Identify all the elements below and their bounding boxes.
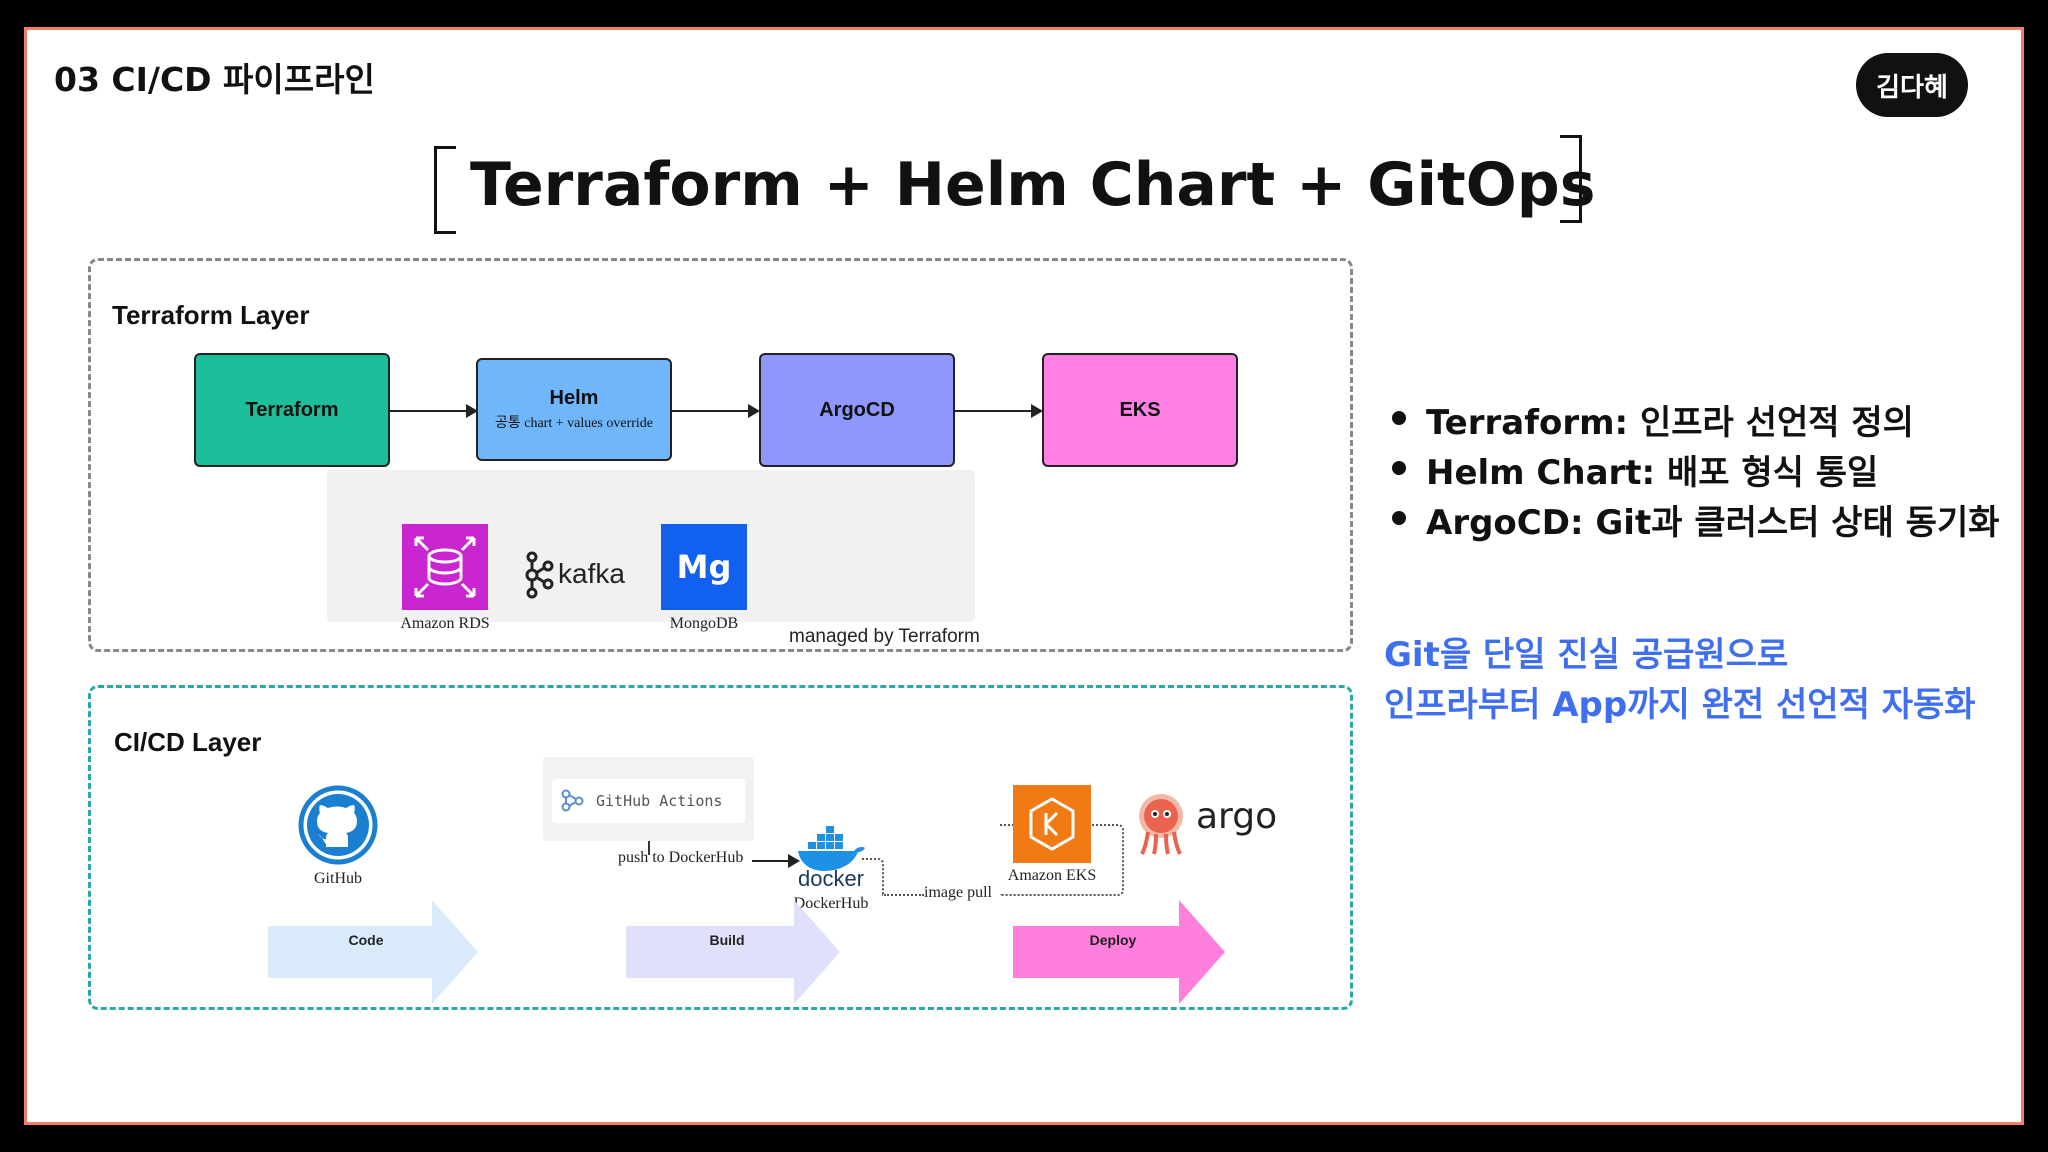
highlight-line-2: 인프라부터 App까지 완전 선언적 자동화: [1384, 685, 1976, 725]
mongodb-label: MongoDB: [669, 615, 739, 632]
stage-arrow-deploy: Deploy: [1013, 900, 1225, 1004]
github-icon: [298, 785, 378, 869]
argo-octopus-icon: [1136, 792, 1186, 862]
right-bracket: [1560, 135, 1582, 223]
node-argocd: ArgoCD: [759, 353, 955, 467]
image-pull-label: image pull: [924, 884, 992, 901]
github-actions-icon: [561, 789, 584, 812]
amazon-eks-label: Amazon EKS: [1007, 867, 1097, 884]
github-actions-badge: GitHub Actions: [552, 779, 745, 823]
amazon-rds-icon: [402, 524, 488, 610]
github-actions-label: GitHub Actions: [596, 792, 723, 810]
node-eks-label: EKS: [1119, 398, 1161, 421]
stage-code-label: Code: [348, 932, 384, 948]
summary-bullets: Terraform: 인프라 선언적 정의 Helm Chart: 배포 형식 …: [1390, 395, 2000, 545]
docker-wordmark: docker: [797, 866, 865, 891]
node-helm-sublabel: 공통 chart + values override: [494, 416, 654, 431]
stage-build-label: Build: [709, 932, 745, 948]
terraform-layer: [88, 258, 1353, 652]
bullet-argocd: ArgoCD: Git과 클러스터 상태 동기화: [1390, 495, 2000, 545]
cicd-layer: [88, 685, 1353, 1010]
highlight-line-1: Git을 단일 진실 공급원으로: [1384, 635, 1789, 675]
highlight-text: Git을 단일 진실 공급원으로 인프라부터 App까지 완전 선언적 자동화: [1384, 630, 1976, 730]
argo-wordmark: argo: [1196, 796, 1278, 837]
push-arrow: [752, 854, 800, 868]
pull-connector-a: [862, 858, 884, 896]
node-helm-label: Helm: [549, 387, 599, 409]
author-badge: 김다혜: [1856, 53, 1968, 117]
mongodb-icon: Mg: [661, 524, 747, 610]
arrow-argocd-eks: [955, 404, 1043, 418]
stage-deploy-label: Deploy: [1089, 932, 1137, 948]
amazon-eks-icon: [1013, 785, 1091, 863]
pull-connector-b: [884, 894, 924, 896]
github-label: GitHub: [314, 870, 362, 887]
bullet-helm: Helm Chart: 배포 형식 통일: [1390, 445, 2000, 495]
section-title: 03 CI/CD 파이프라인: [54, 60, 375, 99]
managed-caption: managed by Terraform: [789, 626, 980, 647]
push-label: push to DockerHub: [618, 849, 744, 866]
node-terraform-label: Terraform: [245, 398, 339, 421]
arrow-helm-argocd: [672, 404, 760, 418]
dockerhub-label: DockerHub: [793, 895, 869, 912]
kafka-label: kafka: [558, 558, 625, 589]
node-argocd-label: ArgoCD: [819, 398, 895, 421]
stage-arrow-build: Build: [626, 900, 840, 1004]
arrow-terraform-helm: [390, 404, 478, 418]
cicd-layer-title: CI/CD Layer: [114, 727, 262, 757]
amazon-rds-label: Amazon RDS: [400, 615, 490, 632]
left-bracket: [434, 146, 456, 234]
stage-arrow-code: Code: [268, 900, 478, 1004]
node-eks: EKS: [1042, 353, 1238, 467]
bullet-terraform: Terraform: 인프라 선언적 정의: [1390, 395, 2000, 445]
kafka-icon: [520, 551, 556, 603]
docker-icon: [794, 826, 866, 876]
node-terraform: Terraform: [194, 353, 390, 467]
actions-connector: [648, 841, 650, 855]
node-helm: Helm 공통 chart + values override: [476, 358, 672, 461]
main-title: Terraform + Helm Chart + GitOps: [470, 150, 1596, 220]
terraform-layer-title: Terraform Layer: [112, 300, 310, 330]
